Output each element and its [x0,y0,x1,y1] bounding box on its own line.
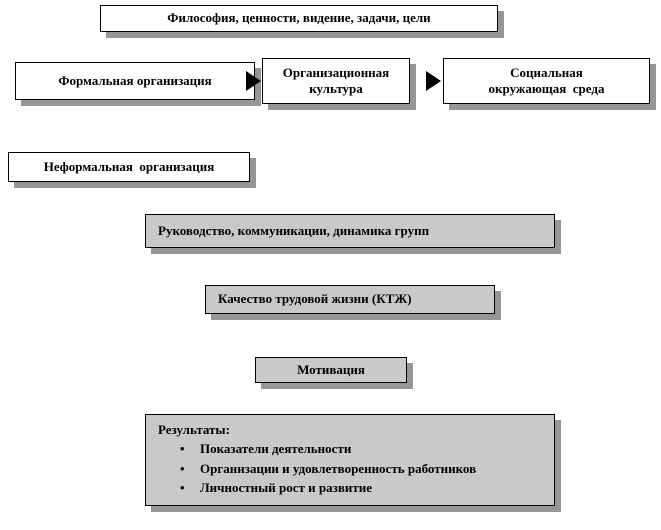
box-organizational-culture: Организационная культура [262,58,410,104]
results-item: Показатели деятельности [158,441,542,457]
results-title: Результаты: [158,422,230,437]
box-motivation-label: Мотивация [297,361,365,377]
box-quality-of-work-life-label: Качество трудовой жизни (КТЖ) [218,291,412,307]
results-item-label: Показатели деятельности [200,441,352,457]
bullet-icon [180,441,200,457]
box-formal-organization: Формальная организация [15,62,255,100]
arrow-right-icon [246,71,261,91]
org-culture-line1: Организационная [282,64,390,80]
box-results: Результаты: Показатели деятельности Орга… [145,414,555,506]
bullet-icon [180,461,200,477]
social-env-line2: окружающая среда [488,81,605,96]
arrow-right-icon [426,71,441,91]
box-motivation: Мотивация [255,357,407,383]
box-informal-organization: Неформальная организация [8,152,250,182]
box-informal-organization-label: Неформальная организация [43,158,215,174]
social-env-line1: Социальная [510,64,583,80]
box-social-environment: Социальная окружающая среда [443,58,650,104]
box-social-environment-label: Социальная окружающая среда [489,65,605,98]
results-item: Организации и удовлетворенность работник… [158,461,542,477]
org-culture-line2: культура [309,81,363,96]
results-item-label: Организации и удовлетворенность работник… [200,460,477,476]
bullet-icon [180,480,200,496]
box-formal-organization-label: Формальная организация [58,72,212,88]
box-philosophy-label: Философия, ценности, видение, задачи, це… [167,10,431,26]
box-leadership-communications-label: Руководство, коммуникации, динамика груп… [158,222,430,238]
results-item: Личностный рост и развитие [158,480,542,496]
box-philosophy: Философия, ценности, видение, задачи, це… [100,5,498,32]
box-leadership-communications: Руководство, коммуникации, динамика груп… [145,214,555,248]
box-quality-of-work-life: Качество трудовой жизни (КТЖ) [205,285,495,314]
results-item-label: Личностный рост и развитие [200,479,373,495]
box-organizational-culture-label: Организационная культура [283,65,389,98]
